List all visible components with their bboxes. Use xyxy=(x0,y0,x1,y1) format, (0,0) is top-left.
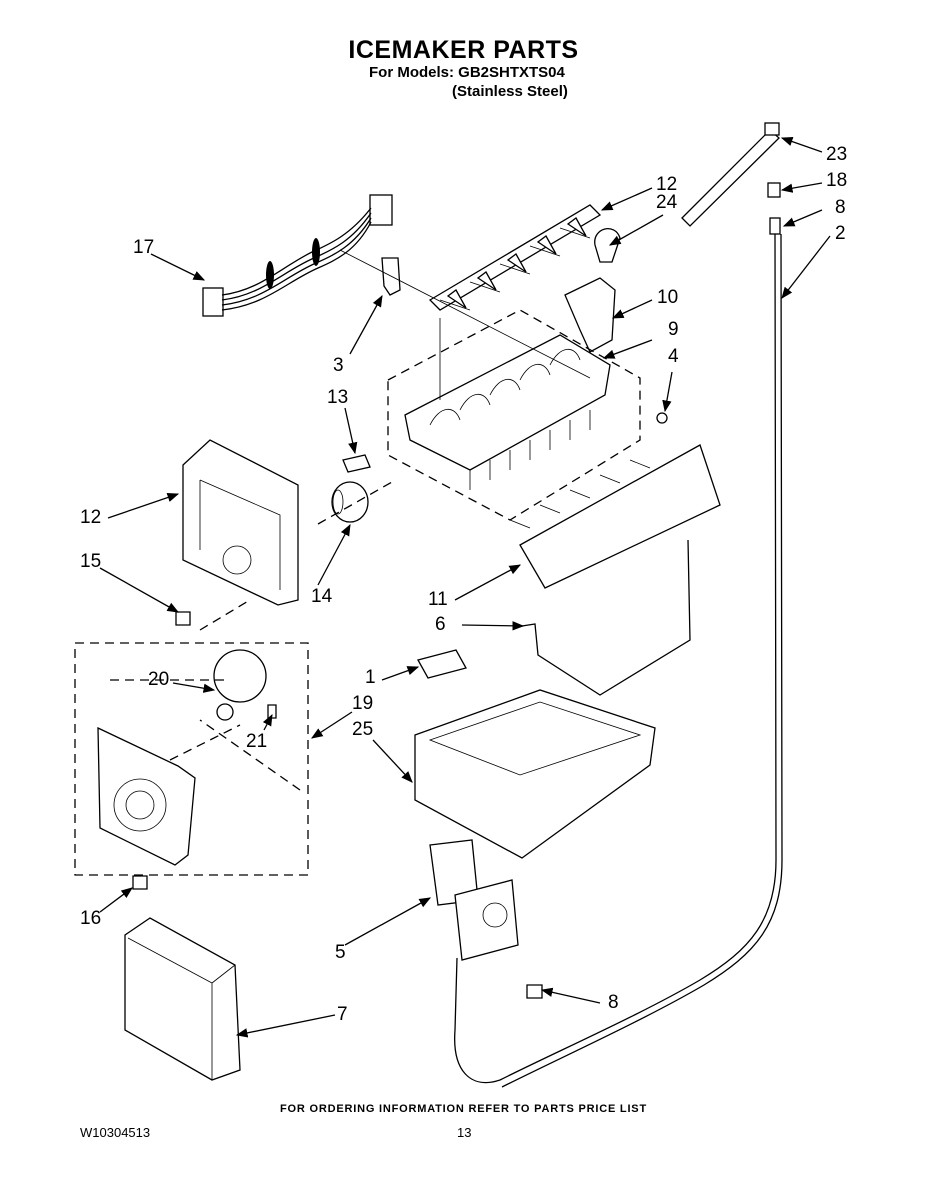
ejector-blade-part xyxy=(428,204,602,311)
module-assembly-outline xyxy=(74,642,309,876)
page-title: ICEMAKER PARTS xyxy=(348,36,579,64)
callout-17: 16 xyxy=(80,908,102,929)
thermostat-clip-part xyxy=(342,454,371,473)
alignment-line-2 xyxy=(339,249,591,400)
housing-screw-part xyxy=(175,611,191,626)
callout-7: 7 xyxy=(337,1004,348,1025)
ice-mold-part xyxy=(404,334,611,490)
callout-20: 19 xyxy=(352,693,374,714)
callout-18: 17 xyxy=(133,237,155,258)
callout-16: 15 xyxy=(80,551,102,572)
callout-19: 18 xyxy=(826,170,848,191)
label-part xyxy=(417,649,467,679)
document-number: W10304513 xyxy=(80,1125,151,1140)
shutoff-arm-wire-part xyxy=(521,539,691,696)
callout-15: 14 xyxy=(311,586,333,607)
thermostat-part xyxy=(331,481,369,523)
callout-8-lower: 8 xyxy=(608,992,619,1013)
water-tubing-outline xyxy=(501,233,783,1088)
water-tubing-part xyxy=(454,233,777,1084)
callout-2: 2 xyxy=(835,223,846,244)
callout-8-upper: 8 xyxy=(835,197,846,218)
fill-tube-part xyxy=(681,122,780,227)
wire-harness-part xyxy=(202,194,393,317)
callout-5: 5 xyxy=(335,942,346,963)
callout-22: 21 xyxy=(246,731,268,752)
callout-14: 13 xyxy=(327,387,349,408)
callout-23: 23 xyxy=(826,144,848,165)
ordering-note: FOR ORDERING INFORMATION REFER TO PARTS … xyxy=(280,1103,647,1115)
callout-leaders xyxy=(99,137,831,1038)
variant-line: (Stainless Steel) xyxy=(452,83,568,100)
callout-1: 1 xyxy=(365,667,376,688)
callout-13: 12 xyxy=(80,507,102,528)
callout-11: 12 xyxy=(656,174,678,195)
motor-housing-part xyxy=(182,439,299,606)
callout-25: 25 xyxy=(352,719,374,740)
callout-12: 11 xyxy=(428,589,448,610)
cover-part xyxy=(124,917,241,1081)
models-line: For Models: GB2SHTXTS04 xyxy=(369,64,565,81)
mold-assembly-outline xyxy=(387,309,641,521)
module-screw-part xyxy=(132,875,148,890)
tube-ferrule-part xyxy=(769,217,781,235)
water-valve-part xyxy=(429,839,519,961)
callout-3: 3 xyxy=(333,355,344,376)
motor-part xyxy=(213,649,267,721)
fill-cup-bracket-part xyxy=(564,277,616,353)
valve-screw-part xyxy=(526,984,543,999)
ice-stripper-part xyxy=(509,444,721,589)
callout-6: 6 xyxy=(435,614,446,635)
control-module-part xyxy=(97,726,196,866)
shutoff-arm-part xyxy=(594,228,621,263)
callout-9: 9 xyxy=(668,319,679,340)
grommet-part xyxy=(767,182,781,198)
page-number: 13 xyxy=(457,1125,472,1140)
callout-10: 10 xyxy=(657,287,679,308)
callout-4: 4 xyxy=(668,346,679,367)
ice-bin-part xyxy=(414,689,656,859)
callout-21: 20 xyxy=(148,669,170,690)
callout-24: 24 xyxy=(656,192,678,213)
mold-screw-part xyxy=(656,412,668,424)
alignment-line xyxy=(110,481,393,791)
